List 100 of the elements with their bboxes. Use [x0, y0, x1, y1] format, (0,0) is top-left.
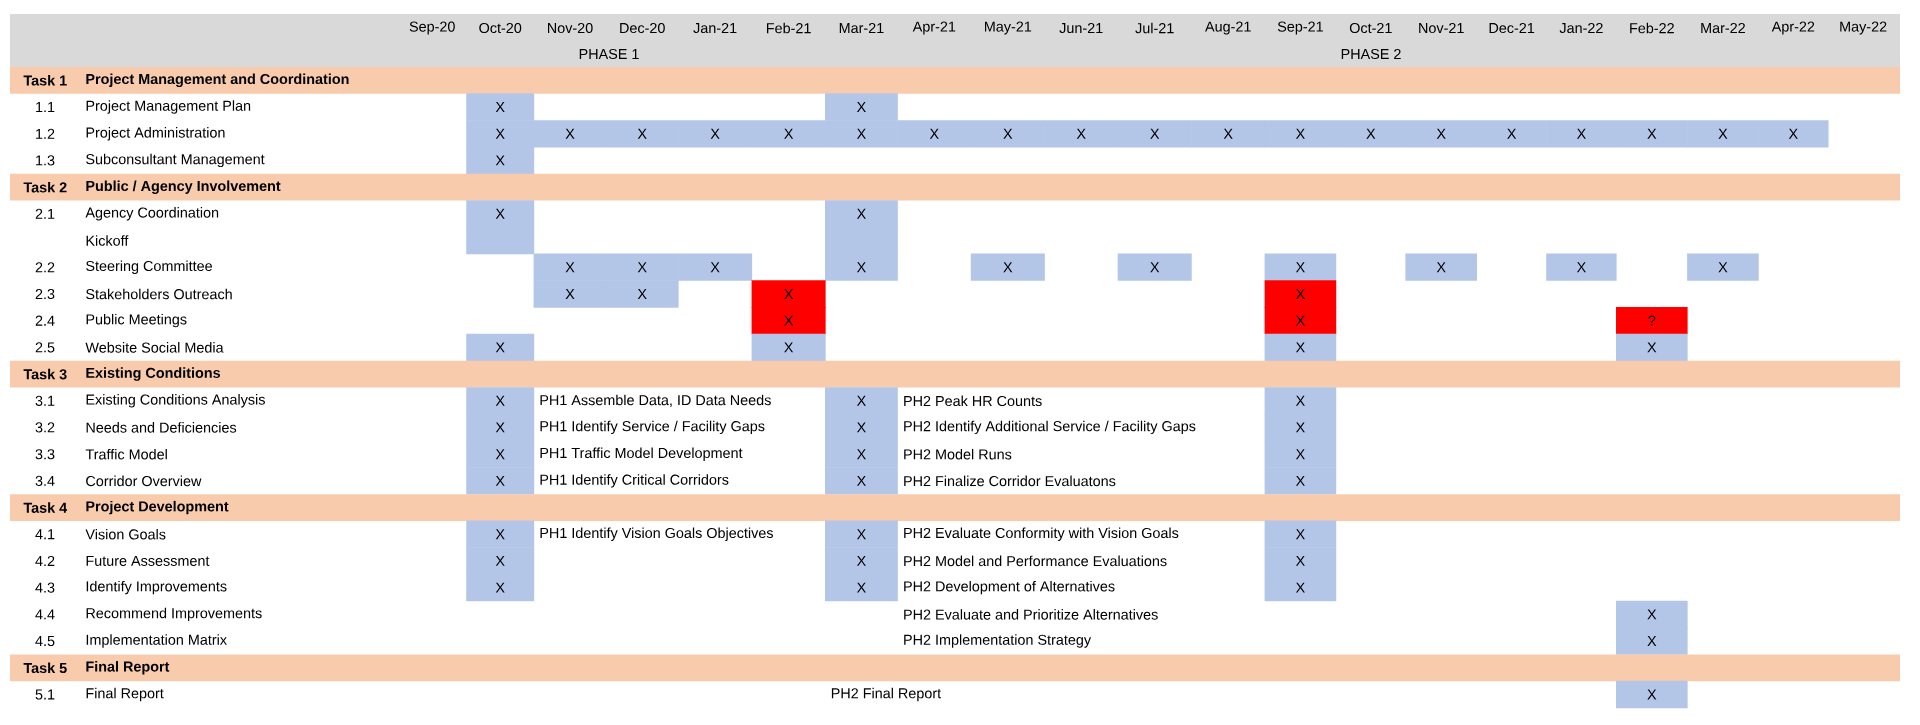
schedule-cell: X: [1405, 120, 1477, 148]
node-label: X: [1788, 128, 1798, 139]
node-label: X: [495, 582, 505, 593]
node-label: X: [856, 208, 866, 219]
node-label: X: [1647, 609, 1657, 620]
schedule-cell: X: [751, 306, 826, 335]
row-number: 2.2: [35, 262, 55, 273]
activity-note: PH1 Identify Critical Corridors: [540, 474, 729, 488]
schedule-cell: X: [1264, 467, 1337, 495]
month-label: Nov-21: [1419, 22, 1464, 34]
month-label: Mar-22: [1701, 22, 1745, 34]
node-label: X: [637, 128, 647, 139]
activity-note: PH1 Identify Vision Goals Objectives: [540, 527, 773, 541]
node-label: X: [929, 128, 939, 139]
node-label: X: [1295, 582, 1305, 593]
activity-note: PH2 Model Runs: [904, 448, 1012, 460]
schedule-cell: X: [1405, 253, 1477, 281]
schedule-cell: X: [1264, 440, 1337, 468]
node-label: X: [856, 395, 866, 406]
schedule-cell: X: [1264, 120, 1337, 148]
month-label: Dec-21: [1489, 22, 1535, 34]
schedule-cell: X: [533, 280, 607, 308]
schedule-cell: [825, 226, 898, 255]
task-name: Project Administration: [86, 127, 225, 141]
task-name: Traffic Model: [85, 448, 167, 460]
node-label: X: [1295, 395, 1305, 406]
node-label: X: [784, 315, 794, 326]
schedule-cell: X: [751, 333, 826, 362]
activity-note: PH2 Peak HR Counts: [904, 395, 1042, 407]
task-band: [10, 173, 1900, 201]
month-label: Jun-21: [1059, 22, 1103, 34]
node-label: X: [1576, 128, 1586, 139]
node-label: X: [1295, 315, 1305, 326]
schedule-cell: X: [1616, 120, 1688, 148]
schedule-cell: X: [1546, 253, 1617, 281]
row-number: 2.3: [35, 288, 55, 300]
month-label: May-22: [1840, 21, 1887, 35]
node-label: X: [856, 529, 866, 540]
task-name: Identify Improvements: [86, 580, 227, 595]
task-name: Recommend Improvements: [86, 607, 262, 622]
node-label: X: [495, 395, 505, 406]
node-label: X: [1295, 555, 1305, 566]
node-label: X: [1295, 475, 1305, 486]
month-label: Nov-20: [548, 22, 593, 34]
schedule-cell: X: [533, 120, 607, 148]
schedule-cell: X: [825, 120, 898, 148]
schedule-cell: X: [1191, 120, 1266, 148]
row-number: 1.2: [36, 128, 55, 139]
node-label: X: [1647, 128, 1657, 139]
month-label: Apr-21: [912, 21, 956, 35]
node-label: X: [1507, 128, 1517, 139]
schedule-cell: X: [1264, 253, 1337, 281]
row-number: 3.3: [35, 449, 55, 460]
schedule-cell: X: [1335, 120, 1406, 148]
month-label: Jul-21: [1135, 22, 1174, 34]
schedule-cell: X: [1687, 253, 1759, 281]
row-number: 1.1: [36, 102, 55, 112]
activity-note: PH2 Implementation Strategy: [904, 634, 1092, 648]
schedule-cell: X: [466, 440, 535, 468]
schedule-cell: [466, 226, 535, 255]
task-number: Task 1: [23, 75, 67, 86]
schedule-cell: X: [825, 387, 898, 415]
row-number: 2.4: [35, 315, 55, 326]
activity-note: PH2 Development of Alternatives: [904, 580, 1115, 595]
node-label: X: [1295, 449, 1305, 460]
schedule-cell: X: [466, 547, 535, 575]
schedule-cell: X: [533, 253, 607, 281]
schedule-cell: X: [466, 520, 535, 548]
schedule-cell: X: [897, 120, 972, 148]
month-label: Oct-21: [1349, 22, 1392, 34]
schedule-cell: X: [825, 573, 898, 602]
activity-note: PH2 Model and Performance Evaluations: [904, 555, 1167, 567]
schedule-cell: X: [466, 467, 535, 495]
node-label: X: [495, 475, 505, 486]
activity-note: PH2 Evaluate Conformity with Vision Goals: [904, 527, 1179, 541]
node-label: X: [856, 582, 866, 593]
node-label: X: [637, 289, 647, 299]
month-label: Dec-20: [620, 22, 665, 34]
task-title: Project Management and Coordination: [86, 73, 349, 88]
node-label: X: [1223, 128, 1233, 139]
month-label: Feb-22: [1630, 22, 1674, 34]
schedule-cell: X: [970, 253, 1045, 281]
month-label: Sep-21: [1277, 21, 1323, 35]
schedule-cell: X: [825, 440, 898, 468]
activity-note: PH1 Identify Service / Facility Gaps: [540, 420, 765, 435]
schedule-cell: X: [466, 146, 535, 175]
node-label: X: [495, 208, 505, 219]
schedule-cell: X: [1264, 413, 1337, 442]
schedule-cell: X: [1616, 627, 1688, 655]
schedule-cell: X: [678, 253, 753, 281]
task-number: Task 2: [23, 181, 67, 193]
task-name: Project Management Plan: [86, 100, 251, 114]
schedule-cell: X: [825, 413, 898, 442]
month-label: Mar-21: [839, 22, 884, 34]
node-label: X: [710, 262, 720, 273]
node-label: X: [856, 422, 866, 433]
task-name: Steering Committee: [86, 260, 212, 274]
schedule-cell: X: [825, 547, 898, 575]
schedule-cell: X: [751, 280, 826, 308]
task-number: Task 5: [23, 662, 67, 674]
